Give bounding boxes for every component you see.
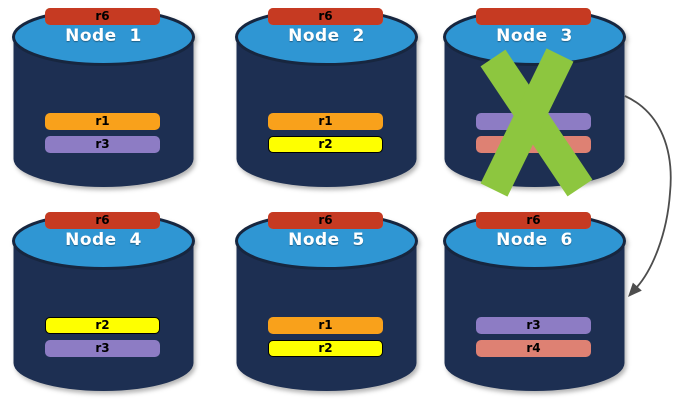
replica-label: r6 xyxy=(95,213,110,227)
replica-bar: r3 xyxy=(476,317,591,334)
replica-label: r2 xyxy=(95,318,110,332)
replica-bar: r1 xyxy=(268,317,383,334)
replica-bar: r6 xyxy=(268,8,383,25)
node-cylinder-2: Node 2 r1 r2 r4 r6 xyxy=(235,8,418,189)
replica-bar: r6 xyxy=(45,212,160,229)
replica-label: r3 xyxy=(526,318,541,332)
node-cylinder-4: Node 4 r2 r3 r5 r6 xyxy=(12,212,195,393)
replica-bar: r2 xyxy=(268,136,383,153)
node-title: Node 2 xyxy=(288,26,365,47)
replica-bar xyxy=(476,8,591,25)
replica-label: r6 xyxy=(95,9,110,23)
replica-bar: r1 xyxy=(268,113,383,130)
replica-label: r1 xyxy=(318,318,333,332)
node-title: Node 5 xyxy=(288,230,365,251)
replica-label: r6 xyxy=(318,9,333,23)
replica-bar: r1 xyxy=(45,113,160,130)
replica-bar: r3 xyxy=(45,340,160,357)
node-cylinder-5: Node 5 r1 r2 r4 r6 xyxy=(235,212,418,393)
replica-bar: r6 xyxy=(476,212,591,229)
replica-label: r1 xyxy=(318,114,333,128)
replica-bar: r3 xyxy=(476,113,591,130)
node-cylinder-6: Node 6 r3 r4 r5 r6 xyxy=(443,212,626,393)
node-title: Node 1 xyxy=(65,26,142,47)
node-title: Node 4 xyxy=(65,230,142,251)
replica-bar: r4 xyxy=(476,340,591,357)
replica-bar: r2 xyxy=(45,317,160,334)
replica-bar xyxy=(476,136,591,153)
node-cylinder-3: Node 3 r3 xyxy=(443,8,626,189)
replica-label: r2 xyxy=(318,341,333,355)
replica-label: r4 xyxy=(526,341,541,355)
replica-bar: r6 xyxy=(45,8,160,25)
replica-label: r3 xyxy=(95,137,110,151)
replica-bar: r3 xyxy=(45,136,160,153)
replica-bar: r2 xyxy=(268,340,383,357)
replica-label: r2 xyxy=(318,137,333,151)
replica-label: r3 xyxy=(526,114,541,128)
node-title: Node 6 xyxy=(496,230,573,251)
replica-label: r1 xyxy=(95,114,110,128)
node-cylinder-1: Node 1 r1 r3 r5 r6 xyxy=(12,8,195,189)
replica-bar: r6 xyxy=(268,212,383,229)
replica-label: r6 xyxy=(318,213,333,227)
replication-arrow xyxy=(624,95,672,297)
replica-label: r6 xyxy=(526,213,541,227)
replica-label: r3 xyxy=(95,341,110,355)
node-title: Node 3 xyxy=(496,26,573,47)
